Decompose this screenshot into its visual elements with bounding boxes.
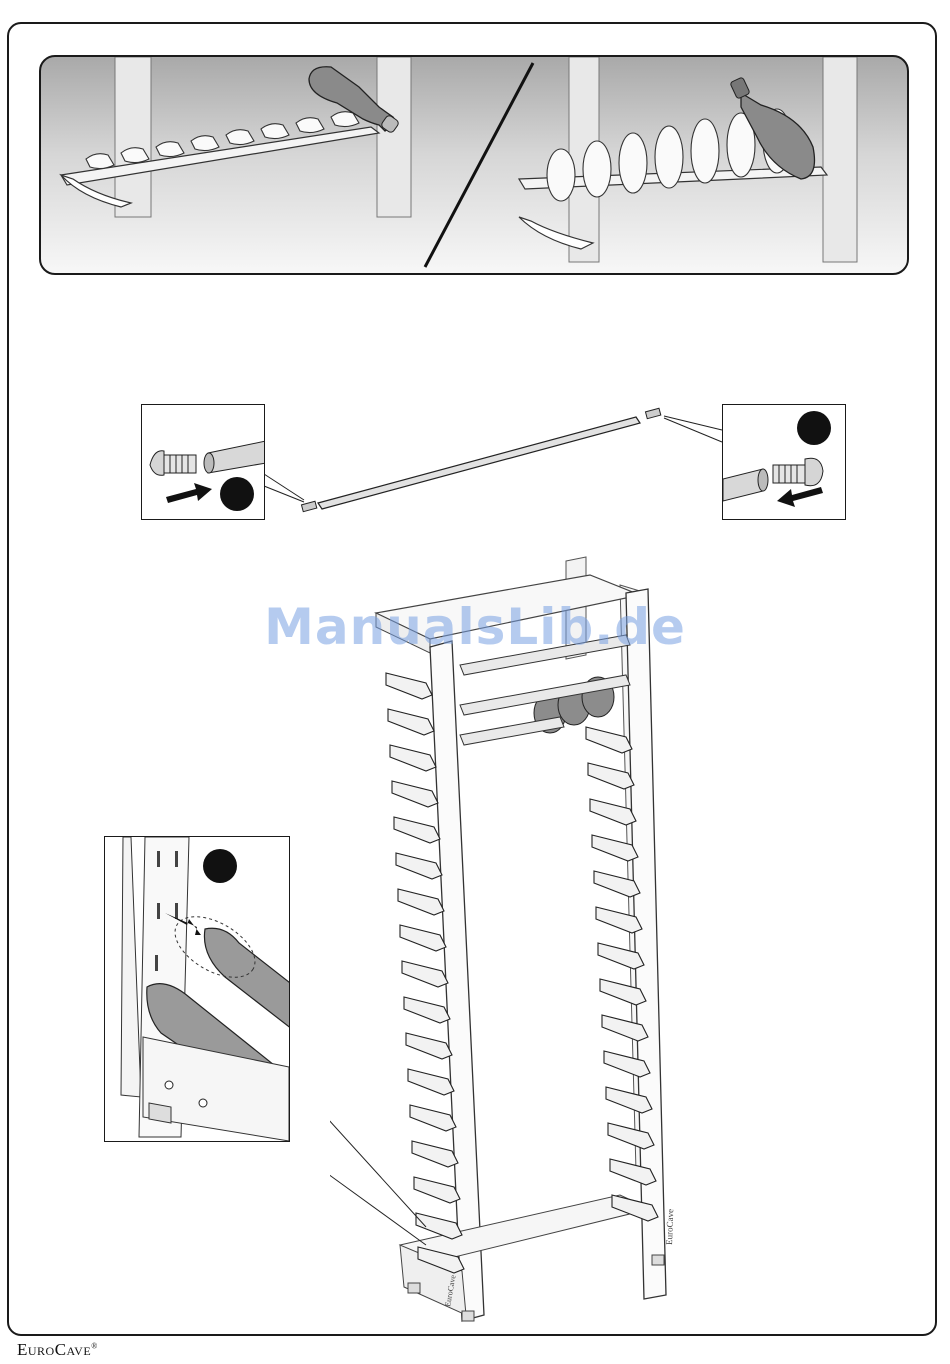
- watermark: ManualsLib.de: [0, 598, 950, 656]
- rack-side-label: EuroCave: [664, 1209, 675, 1245]
- registered-mark: ®: [91, 1341, 98, 1350]
- step-marker-badge: [203, 849, 237, 883]
- shelf-comparison-illustration: [41, 57, 909, 275]
- screw-insert-left-detail: [141, 404, 265, 520]
- cradle-clip-illustration: [105, 837, 289, 1141]
- shelf-comparison-panel: [39, 55, 909, 275]
- cradle-clip-detail: [104, 836, 290, 1142]
- step-marker-badge: [220, 477, 254, 511]
- step-marker-badge: [797, 411, 831, 445]
- wine-rack-illustration: EuroCave EuroCave: [330, 555, 690, 1325]
- brand-logo: EuroCave®: [17, 1340, 98, 1360]
- brand-name: EuroCave: [17, 1340, 91, 1359]
- screw-insert-right-detail: [722, 404, 846, 520]
